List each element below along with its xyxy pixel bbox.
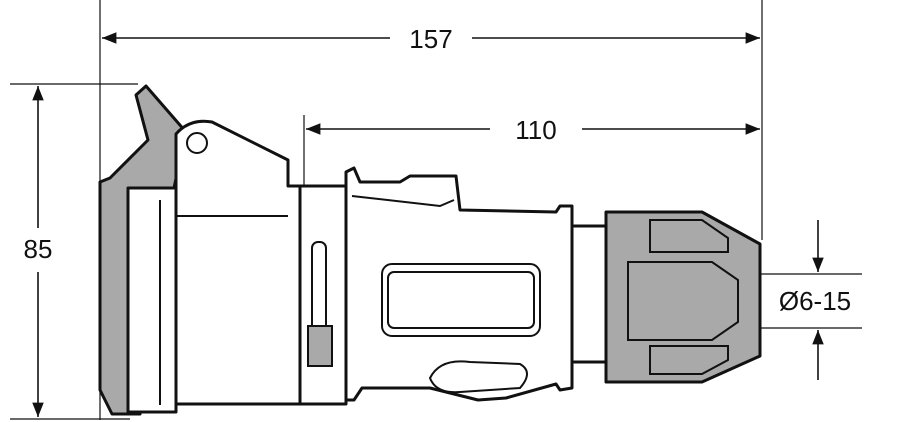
gland-center-pad: [627, 261, 739, 341]
neck: [570, 224, 608, 364]
front-ring: [126, 186, 178, 414]
collar: [298, 184, 348, 406]
cable-gland: [604, 210, 762, 384]
gland-bottom-pad: [649, 345, 729, 375]
dimension-cable: Ø6-15: [758, 220, 862, 380]
collar-indicator: [307, 325, 333, 367]
dimension-85: 85: [10, 83, 138, 420]
socket-housing: [174, 119, 302, 406]
connector: [98, 84, 762, 416]
release-latch: [428, 360, 528, 394]
dim-110-label: 110: [515, 115, 556, 145]
grip-window-inner: [387, 271, 535, 329]
main-body: [344, 166, 574, 402]
dimension-157: 157: [99, 0, 763, 420]
cable-diameter-label: Ø6-15: [779, 286, 851, 316]
grip-window: [381, 263, 541, 337]
dim-157-label: 157: [409, 24, 452, 54]
hinge-pin: [186, 132, 208, 154]
gland-top-pad: [649, 219, 729, 253]
body-ridge: [351, 195, 455, 208]
dim-85-label: 85: [24, 234, 53, 264]
dimension-110: 110: [303, 115, 760, 190]
